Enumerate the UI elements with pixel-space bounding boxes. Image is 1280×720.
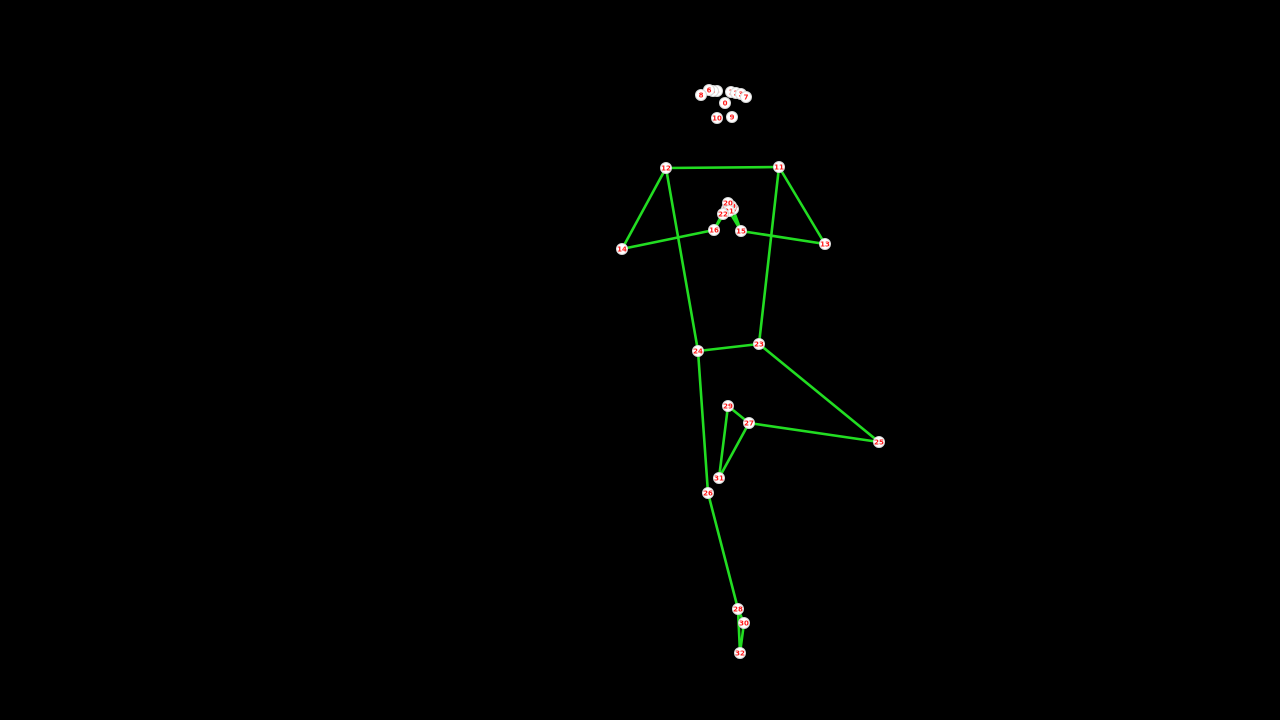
keypoint-label: 29 <box>723 403 733 411</box>
keypoint-31: 31 <box>713 472 725 484</box>
bone-23-24 <box>696 342 761 353</box>
bone-29-31 <box>717 404 730 480</box>
keypoint-9: 9 <box>726 111 738 123</box>
keypoint-26: 26 <box>702 487 714 499</box>
keypoint-label: 11 <box>774 164 784 172</box>
keypoint-marker <box>722 400 734 412</box>
keypoint-label: 15 <box>736 228 746 236</box>
keypoint-marker <box>734 647 746 659</box>
keypoint-marker <box>819 238 831 250</box>
keypoint-marker <box>726 111 738 123</box>
bone-25-27 <box>747 421 881 444</box>
keypoint-32: 32 <box>734 647 746 659</box>
keypoint-marker <box>738 617 750 629</box>
keypoint-14: 14 <box>616 243 628 255</box>
keypoint-8: 8 <box>695 89 707 101</box>
keypoint-marker <box>708 224 720 236</box>
keypoint-25: 25 <box>873 436 885 448</box>
keypoint-label: 28 <box>733 606 743 614</box>
keypoint-marker <box>743 417 755 429</box>
keypoint-marker <box>740 91 752 103</box>
keypoint-label: 7 <box>744 94 749 102</box>
keypoint-7: 7 <box>740 91 752 103</box>
keypoint-label: 32 <box>735 650 745 658</box>
keypoint-22: 22 <box>717 208 729 220</box>
bone-12-24 <box>664 166 700 353</box>
keypoint-marker <box>695 89 707 101</box>
bone-12-14 <box>620 166 668 251</box>
bone-13-15 <box>739 229 827 246</box>
keypoint-label: 22 <box>718 211 728 219</box>
keypoint-marker <box>773 161 785 173</box>
keypoint-label: 8 <box>699 92 704 100</box>
keypoint-label: 27 <box>744 420 754 428</box>
keypoint-marker <box>719 97 731 109</box>
keypoint-label: 6 <box>707 87 712 95</box>
keypoint-28: 28 <box>732 603 744 615</box>
bone-27-31 <box>717 421 751 480</box>
keypoint-23: 23 <box>753 338 765 350</box>
keypoint-marker <box>717 208 729 220</box>
keypoint-marker <box>873 436 885 448</box>
keypoint-label: 10 <box>712 115 722 123</box>
keypoint-label: 26 <box>703 490 713 498</box>
keypoint-0: 0 <box>719 97 731 109</box>
keypoint-label: 14 <box>617 246 627 254</box>
bone-11-23 <box>757 165 781 346</box>
keypoint-13: 13 <box>819 238 831 250</box>
keypoint-marker <box>713 472 725 484</box>
bone-24-26 <box>696 349 710 495</box>
keypoint-label: 30 <box>739 620 749 628</box>
keypoint-15: 15 <box>735 225 747 237</box>
keypoint-marker <box>702 487 714 499</box>
keypoint-10: 10 <box>711 112 723 124</box>
keypoint-label: 23 <box>754 341 764 349</box>
bone-26-28 <box>706 491 740 611</box>
keypoint-marker <box>732 603 744 615</box>
bone-23-25 <box>757 342 881 444</box>
keypoint-marker <box>692 345 704 357</box>
keypoint-29: 29 <box>722 400 734 412</box>
keypoint-24: 24 <box>692 345 704 357</box>
keypoint-marker <box>711 112 723 124</box>
keypoint-label: 21 <box>724 208 734 216</box>
keypoint-marker <box>753 338 765 350</box>
keypoint-11: 11 <box>773 161 785 173</box>
bone-14-16 <box>620 228 716 251</box>
keypoint-27: 27 <box>743 417 755 429</box>
keypoint-16: 16 <box>708 224 720 236</box>
keypoint-marker <box>735 225 747 237</box>
keypoint-label: 13 <box>820 241 830 249</box>
keypoint-marker <box>616 243 628 255</box>
keypoint-label: 20 <box>723 200 733 208</box>
keypoint-marker <box>660 162 672 174</box>
keypoint-label: 24 <box>693 348 703 356</box>
keypoint-label: 25 <box>874 439 884 447</box>
keypoint-30: 30 <box>738 617 750 629</box>
keypoint-12: 12 <box>660 162 672 174</box>
bone-11-13 <box>777 165 827 246</box>
bone-11-12 <box>664 165 781 170</box>
keypoint-label: 16 <box>709 227 719 235</box>
keypoint-label: 0 <box>723 100 728 108</box>
skeleton-keypoints: 0123456789101112131415161718192021222324… <box>616 84 885 659</box>
keypoint-label: 12 <box>661 165 671 173</box>
keypoint-label: 31 <box>714 475 724 483</box>
keypoint-label: 9 <box>730 114 735 122</box>
